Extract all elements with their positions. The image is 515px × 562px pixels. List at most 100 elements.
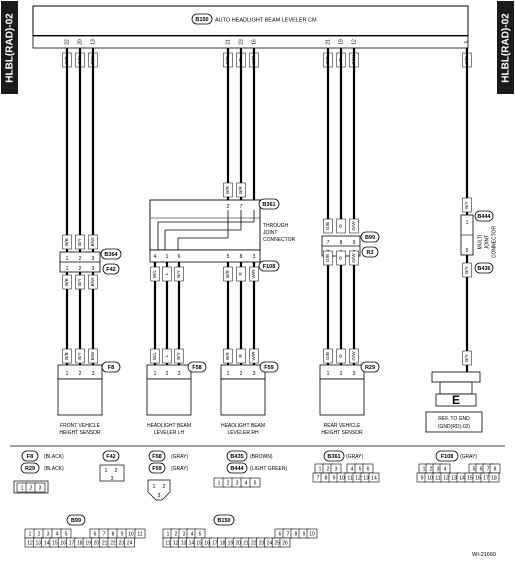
- multi-joint-top-wire: B/Y: [464, 201, 469, 208]
- legend-b150-bottom-pin-0-text: 11: [165, 541, 170, 547]
- front-splice-bottom-wire-1: B/Y: [77, 278, 82, 285]
- joint-bottom-wire-rh-0-box: [223, 266, 233, 282]
- joint-bottom-wire-rh-0: B/R: [225, 269, 230, 277]
- joint-top-wire-0: B/R: [225, 185, 230, 193]
- component-0-wire-2: B/W: [90, 351, 95, 360]
- joint-connector-body: [149, 199, 261, 251]
- legend-b99-top-pin-9-text: 10: [128, 532, 134, 538]
- legend-f59-tag-text: F59: [152, 466, 161, 472]
- rear-splice-top-connector-tag: [360, 231, 380, 243]
- legend-b361-tag-text: B361: [327, 454, 340, 460]
- legend-b150-top-pin-8-text: 9: [303, 532, 306, 538]
- legend-b361-bottom-pin-3-text: 10: [339, 476, 345, 482]
- legend-b361-top-pin-4-text: 5: [359, 467, 362, 473]
- component-1-wire-1-box: [162, 348, 172, 364]
- joint-bottom-pin-5: 3: [253, 254, 256, 260]
- legend-f42-housing: [99, 464, 125, 482]
- legend-f8-pin-2: [34, 482, 46, 493]
- legend-f108-top-pin-6-text: 7: [487, 467, 490, 473]
- rear-splice-bottom-wire-1-box: [336, 250, 346, 266]
- component-3-wire-2-box: [349, 348, 359, 364]
- legend-r29-tag-text: R29: [25, 466, 35, 472]
- component-0-pin-0: 1: [66, 371, 69, 377]
- joint-top-wire-1: B/R: [238, 185, 243, 193]
- legend-b361-bottom-pin-7-text: 14: [371, 476, 377, 482]
- side-label-left: HLBL(RAD)-02: [1, 1, 18, 94]
- legend-b99-bottom-pin-12: [124, 537, 135, 548]
- front-splice-bottom-pin-1: 2: [79, 266, 82, 272]
- legend-b99-tag: [66, 514, 86, 526]
- legend-f108-bottom-pin-7-text: 16: [475, 476, 481, 482]
- multi-joint-top-wire-box: [462, 197, 472, 213]
- component-0-pin-1: 2: [79, 371, 82, 377]
- component-2-connector-tag-text: F59: [264, 365, 273, 371]
- component-1-pin-1: 2: [166, 371, 169, 377]
- component-0-connector-tag: [101, 361, 121, 373]
- front-splice-top-connector-tag-text: B364: [104, 252, 118, 258]
- joint-bottom-wire-rh-2-box: [249, 266, 259, 282]
- component-3-connector-tag: [360, 361, 380, 373]
- multi-joint-name-line-1: JOINT: [484, 235, 490, 249]
- component-2-pin-2: 3: [253, 371, 256, 377]
- legend-f42-tag-text: F42: [106, 454, 115, 460]
- legend-f108-bottom-pin-1-text: 10: [427, 476, 433, 482]
- ground-plate-top: [431, 371, 481, 383]
- cm-pin-front_sensor-2: 13: [90, 39, 96, 45]
- legend-b150-bottom-pin-13-text: 24: [267, 541, 273, 547]
- rear-splice-top-wire-0: G/B: [325, 222, 330, 230]
- cm-pin-ground-0: 5: [464, 40, 470, 43]
- component-3-pin-0: 1: [327, 371, 330, 377]
- joint-bottom-wire-lh-2: B/Y: [176, 270, 181, 277]
- cm-pin-rear_sensor-0: 21: [325, 39, 331, 45]
- front-splice-bottom-wire-2-box: [88, 274, 98, 290]
- component-0-wire-1-box: [75, 348, 85, 364]
- component-3-pin-1: 2: [340, 371, 343, 377]
- component-1-connector-tag-text: F58: [192, 365, 201, 371]
- legend-b361-top-pin-2-text: 3: [335, 467, 338, 473]
- multi-joint-top-connector-tag-text: B444: [477, 214, 491, 220]
- legend-f42-top-pin-1: 2: [115, 468, 118, 474]
- legend-b361-bottom-pin-6-text: 13: [363, 476, 369, 482]
- joint-bottom-wire-lh-0-box: [150, 266, 160, 282]
- component-1-name-line-0: HEADLIGHT BEAM: [147, 423, 191, 429]
- component-3-wire-1: G: [338, 354, 343, 358]
- legend-f58-color: (GRAY): [171, 454, 188, 460]
- rear-splice-top-wire-2-box: [349, 218, 359, 234]
- rear-splice-top-connector-tag-text: B99: [365, 235, 375, 241]
- component-3-pin-2: 3: [353, 371, 356, 377]
- control-module-connector-tag-text: B150: [195, 17, 208, 23]
- legend-b435-tag: [226, 450, 248, 462]
- cm-pin-rear_sensor-1: 19: [338, 39, 344, 45]
- legend-b435-pin-4-text: 5: [254, 481, 257, 487]
- component-0-pin-2: 3: [92, 371, 95, 377]
- component-0-name-line-1: HEIGHT SENSOR: [59, 430, 101, 436]
- legend-b361-bottom-pin-1-text: 8: [325, 476, 328, 482]
- legend-b361-top-pin-3-text: 4: [351, 467, 354, 473]
- legend-f58-pin-1: 2: [163, 484, 166, 490]
- legend-f42-top-pin-0: 1: [105, 468, 108, 474]
- legend-b150-bottom-pin-7-text: 18: [220, 541, 226, 547]
- legend-b150-bottom-pin-2-text: 13: [181, 541, 187, 547]
- joint-bottom-wire-lh-0: W/L: [152, 269, 157, 278]
- front-splice-bottom-wire-0: B/B: [64, 278, 69, 285]
- legend-r29-tag: [20, 462, 40, 474]
- legend-b99-bottom-pin-4-text: 16: [60, 541, 66, 547]
- component-0-wire-0-box: [62, 348, 72, 364]
- legend-r29-color: (BLACK): [44, 466, 64, 472]
- legend-b150-bottom-pin-15-text: 26: [282, 541, 288, 547]
- front-splice-bottom-pin-0: 1: [66, 266, 69, 272]
- joint-bottom-pin-3: 5: [227, 254, 230, 260]
- joint-connector-name-line-1: JOINT: [263, 230, 277, 236]
- component-2-connector-tag: [259, 361, 279, 373]
- component-3-body: [319, 378, 365, 416]
- side-label-right: HLBL(RAD)-02: [497, 1, 514, 94]
- legend-f8-tag-text: F8: [27, 454, 33, 460]
- front-splice-top-wire-1-box: [75, 234, 85, 250]
- legend-b150-bottom-pin-4-text: 15: [196, 541, 202, 547]
- legend-b150-bottom-pin-12-text: 23: [259, 541, 265, 547]
- legend-f42-tag: [102, 450, 120, 462]
- joint-connector-tag: [258, 198, 280, 210]
- legend-b99-top-pin-0-text: 1: [29, 532, 32, 538]
- legend-b361-bottom-pin-5-text: 12: [355, 476, 361, 482]
